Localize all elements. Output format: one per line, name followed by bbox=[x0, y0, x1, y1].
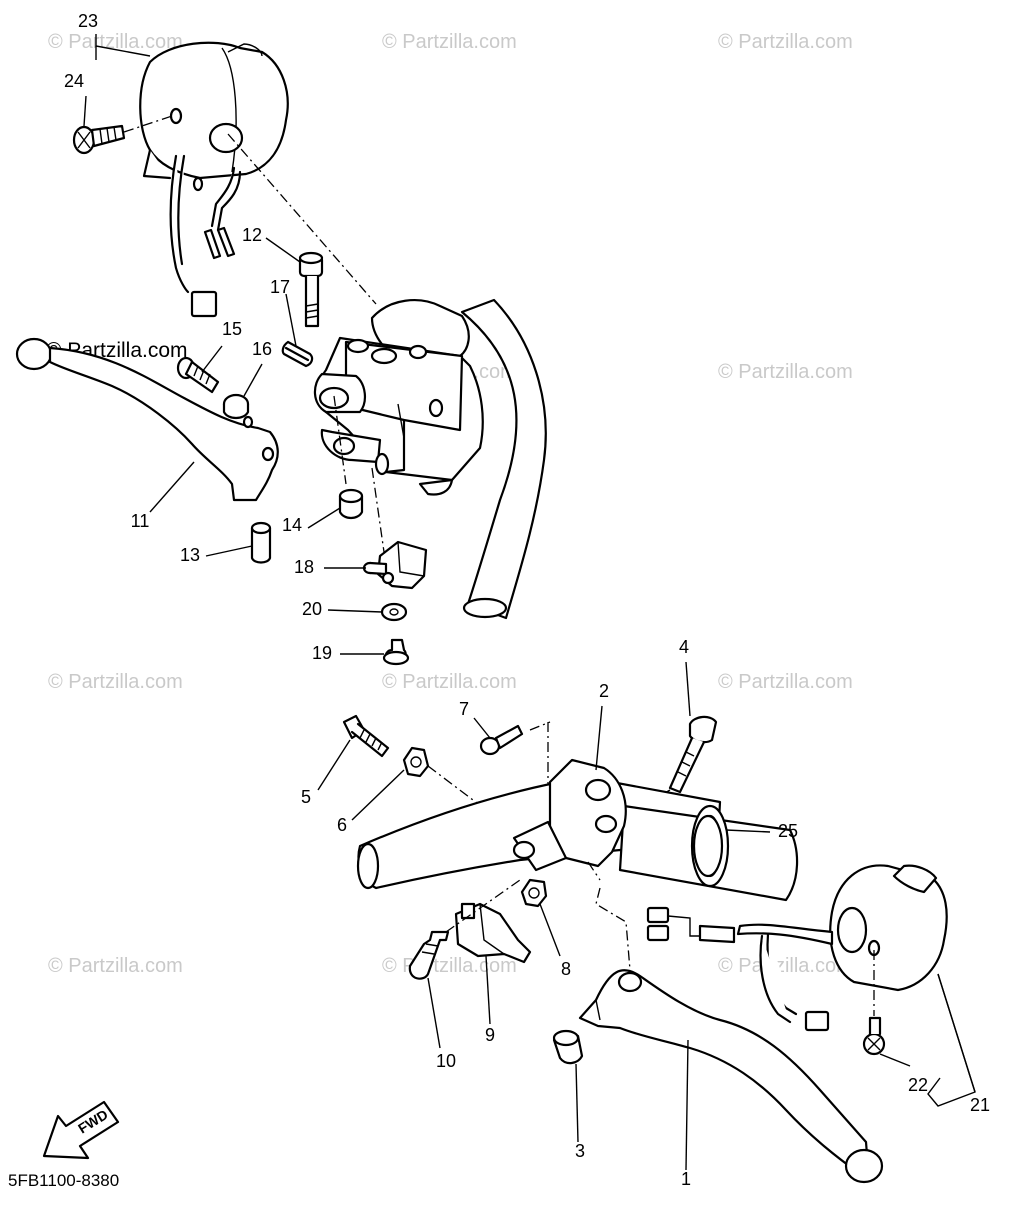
o-ring-25 bbox=[692, 814, 724, 878]
washer-20 bbox=[380, 602, 408, 622]
watermark: © Partzilla.com bbox=[382, 671, 517, 693]
callout-24: 24 bbox=[64, 71, 84, 91]
clutch-bracket-2 bbox=[512, 758, 627, 881]
callout-10: 10 bbox=[436, 1051, 456, 1071]
callout-1: 1 bbox=[681, 1169, 691, 1189]
screw-7 bbox=[479, 724, 524, 756]
bolt-5 bbox=[342, 714, 390, 758]
collar-16 bbox=[222, 393, 250, 420]
callout-25: 25 bbox=[778, 821, 798, 841]
nut-6 bbox=[402, 746, 430, 778]
bushing-13 bbox=[250, 521, 272, 564]
watermark: © Partzilla.com bbox=[48, 671, 183, 693]
callouts: 1 2 3 4 5 6 7 8 9 10 11 12 13 14 15 16 1… bbox=[64, 11, 990, 1189]
bushing-3 bbox=[552, 1029, 584, 1065]
clutch-lever-1 bbox=[578, 969, 884, 1184]
callout-14: 14 bbox=[282, 515, 302, 535]
callout-8: 8 bbox=[561, 959, 571, 979]
watermark: © Partzilla.com bbox=[718, 361, 853, 383]
callout-4: 4 bbox=[679, 637, 689, 657]
callout-18: 18 bbox=[294, 557, 314, 577]
nut-8 bbox=[520, 878, 548, 908]
brake-lever-11 bbox=[15, 337, 279, 502]
watermark: © Partzilla.com bbox=[718, 671, 853, 693]
brake-switch-18 bbox=[362, 540, 428, 590]
bolt-12 bbox=[298, 251, 324, 328]
screw-22 bbox=[862, 1016, 886, 1056]
callout-16: 16 bbox=[252, 339, 272, 359]
callout-12: 12 bbox=[242, 225, 262, 245]
adjuster-15 bbox=[176, 356, 220, 394]
watermark: © Partzilla.com bbox=[382, 955, 517, 977]
watermark: © Partzilla.com bbox=[48, 31, 183, 53]
callout-13: 13 bbox=[180, 545, 200, 565]
nut-14 bbox=[338, 488, 364, 520]
watermark: © Partzilla.com bbox=[48, 955, 183, 977]
callout-22: 22 bbox=[908, 1075, 928, 1095]
leader-lines bbox=[83, 34, 976, 1171]
callout-7: 7 bbox=[459, 699, 469, 719]
screw-24 bbox=[72, 124, 126, 155]
callout-9: 9 bbox=[485, 1025, 495, 1045]
bolt-4 bbox=[668, 715, 718, 794]
brake-master-cylinder bbox=[313, 298, 547, 620]
callout-20: 20 bbox=[302, 599, 322, 619]
callout-6: 6 bbox=[337, 815, 347, 835]
left-handlebar-switch bbox=[139, 41, 289, 318]
fwd-arrow-icon: FWD bbox=[42, 1100, 120, 1160]
watermark: © Partzilla.com bbox=[382, 31, 517, 53]
callout-11: 11 bbox=[131, 511, 150, 531]
callout-15: 15 bbox=[222, 319, 242, 339]
callout-5: 5 bbox=[301, 787, 311, 807]
right-handlebar-switch bbox=[646, 864, 948, 1032]
callout-3: 3 bbox=[575, 1141, 585, 1161]
screw-10 bbox=[408, 930, 450, 980]
screw-19 bbox=[382, 638, 410, 666]
spring-17 bbox=[281, 340, 314, 368]
callout-23: 23 bbox=[78, 11, 98, 31]
watermark: © Partzilla.com bbox=[718, 955, 853, 977]
callout-19: 19 bbox=[312, 643, 332, 663]
callout-17: 17 bbox=[270, 277, 290, 297]
clutch-switch-9 bbox=[454, 902, 532, 964]
watermark: © Partzilla.com bbox=[718, 31, 853, 53]
diagram-code: 5FB1100-8380 bbox=[8, 1171, 119, 1190]
callout-21: 21 bbox=[970, 1095, 990, 1115]
callout-2: 2 bbox=[599, 681, 609, 701]
